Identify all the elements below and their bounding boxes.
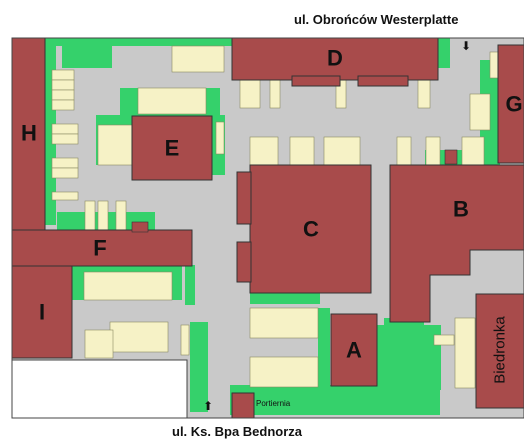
- street-label-top: ul. Obrońców Westerplatte: [294, 12, 459, 27]
- building-e: [131, 115, 213, 181]
- label-portiernia: Portiernia: [256, 399, 291, 408]
- label-biedronka: Biedronka: [492, 316, 509, 384]
- building-g: [497, 44, 524, 164]
- label-i: I: [39, 300, 45, 325]
- label-b: B: [453, 197, 469, 222]
- parking-stalls: [51, 45, 501, 389]
- label-d: D: [327, 46, 343, 71]
- building-a: [330, 313, 378, 387]
- label-a: A: [346, 338, 362, 363]
- building-biedronka: [475, 293, 524, 409]
- building-portiernia: [231, 392, 255, 419]
- street-label-bottom: ul. Ks. Bpa Bednorza: [172, 424, 303, 439]
- buildings: [11, 37, 524, 419]
- empty-area: [11, 359, 188, 419]
- label-g: G: [505, 92, 522, 117]
- label-e: E: [165, 136, 180, 161]
- building-c: [249, 164, 372, 294]
- entrance-arrow-top-icon: ⬇: [461, 39, 471, 53]
- label-h: H: [21, 121, 37, 146]
- building-b: [389, 164, 524, 323]
- label-c: C: [303, 217, 319, 242]
- map-border: [11, 37, 524, 419]
- label-f: F: [93, 236, 106, 261]
- entrance-arrow-bottom-icon: ⬆: [203, 399, 213, 413]
- building-f: [11, 229, 193, 267]
